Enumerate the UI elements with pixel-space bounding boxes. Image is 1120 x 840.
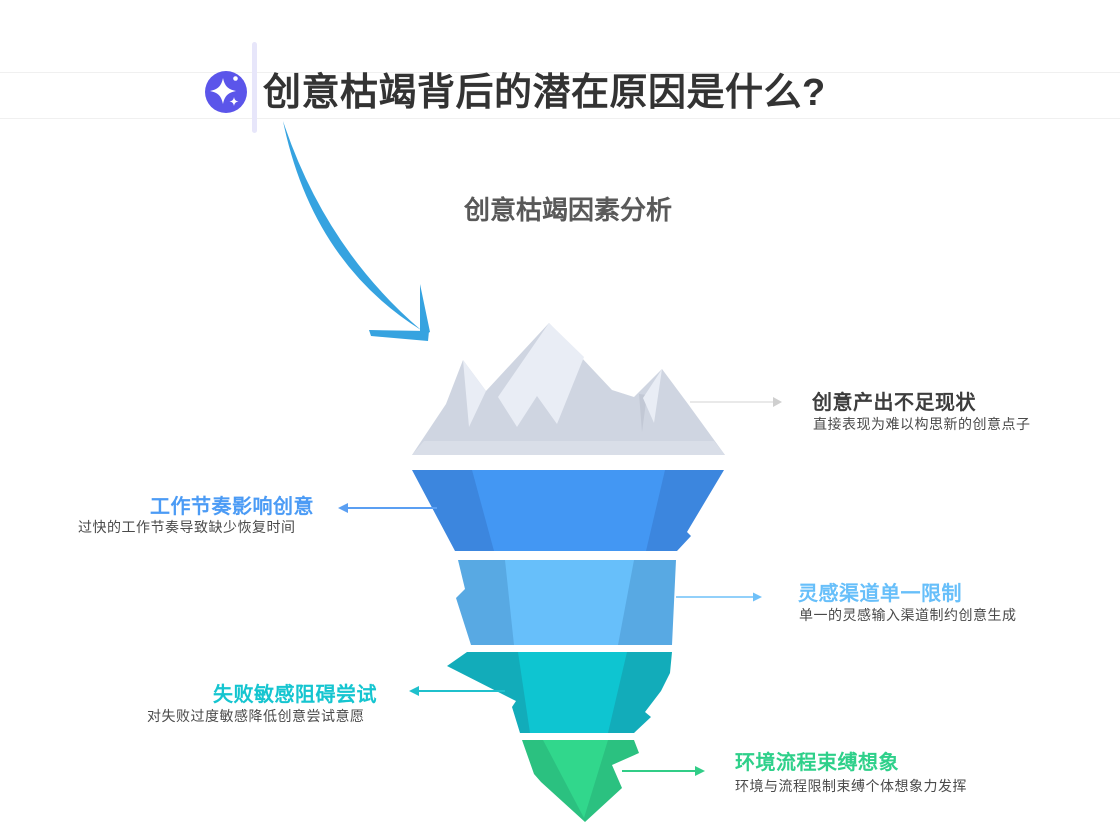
- ai-sparkle-icon: [205, 71, 247, 113]
- label-title-layer4: 环境流程束缚想象: [735, 752, 899, 774]
- callout-line-layer2: [676, 592, 762, 602]
- page-title: 创意枯竭背后的潜在原因是什么?: [263, 72, 826, 114]
- callout-line-layer4: [622, 766, 705, 776]
- diagram-title: 创意枯竭因素分析: [463, 195, 672, 225]
- funnel-layer-3: [447, 652, 672, 733]
- funnel-layer-1: [412, 470, 724, 551]
- title-guide-bar: [252, 42, 257, 133]
- callout-line-layer1: [338, 503, 437, 513]
- hand-drawn-arrow: [283, 121, 430, 341]
- label-desc-surface: 直接表现为难以构思新的创意点子: [813, 416, 1031, 432]
- label-desc-layer3: 对失败过度敏感降低创意尝试意愿: [147, 708, 365, 724]
- funnel-layer-2: [456, 560, 676, 645]
- label-desc-layer1: 过快的工作节奏导致缺少恢复时间: [78, 519, 296, 535]
- label-desc-layer4: 环境与流程限制束缚个体想象力发挥: [735, 778, 967, 794]
- callout-line-surface: [690, 397, 782, 407]
- grid-line: [0, 72, 1120, 73]
- label-title-surface: 创意产出不足现状: [812, 392, 976, 414]
- label-desc-layer2: 单一的灵感输入渠道制约创意生成: [799, 607, 1017, 623]
- funnel-layer-4: [522, 740, 639, 822]
- grid-line: [0, 118, 1120, 119]
- label-title-layer3: 失败敏感阻碍尝试: [213, 684, 377, 706]
- label-title-layer1: 工作节奏影响创意: [150, 496, 314, 518]
- label-title-layer2: 灵感渠道单一限制: [798, 583, 962, 605]
- callout-line-layer3: [409, 686, 505, 696]
- iceberg-peak: [412, 323, 725, 455]
